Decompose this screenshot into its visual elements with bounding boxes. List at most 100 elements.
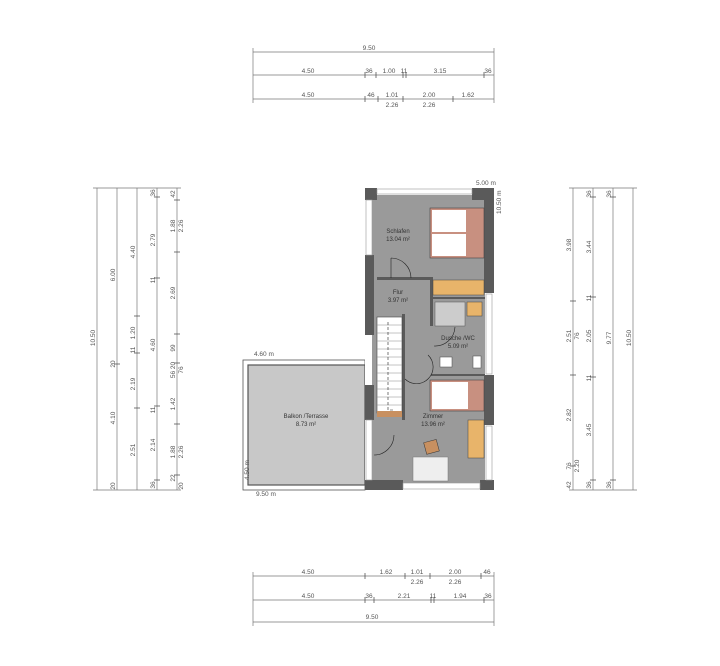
left-dimensions: 10.50 6.00 20 4.10 20 4.40 1.20 11 2.19 … bbox=[90, 187, 185, 491]
balcony-width-label: 4.60 m bbox=[254, 351, 274, 358]
dim-label: 42 bbox=[170, 190, 177, 198]
dim-label: 2.21 bbox=[398, 593, 411, 600]
dim-label: 2.26 bbox=[423, 102, 436, 109]
dim-label: 10.50 bbox=[90, 329, 97, 346]
dim-label: 1.00 bbox=[383, 68, 396, 75]
dim-label: 10.50 bbox=[626, 329, 633, 346]
top-dimensions: 9.50 4.50 36 1.00 11 3.15 36 4.50 46 1.0… bbox=[252, 45, 495, 109]
right-dimensions: 3.98 2.51 76 2.82 76 2.20 42 36 3.44 11 … bbox=[566, 187, 637, 491]
door-balcony bbox=[373, 434, 395, 456]
dim-label: 36 bbox=[365, 68, 373, 75]
dim-label: 2.79 bbox=[150, 233, 157, 246]
dim-label: 1.88 bbox=[170, 219, 177, 232]
dim-label: 36 bbox=[365, 593, 373, 600]
room-name: Dusche /WC bbox=[441, 336, 475, 342]
sink bbox=[439, 356, 453, 368]
dim-label: 6.00 bbox=[110, 268, 117, 281]
dim-label: 2.26 bbox=[178, 445, 185, 458]
dim-label: 36 bbox=[586, 481, 593, 489]
dim-label: 46 bbox=[367, 92, 375, 99]
dim-label: 2.26 bbox=[411, 579, 424, 586]
balcony-depth-label: 4.50 m bbox=[244, 460, 251, 480]
single-bed bbox=[429, 379, 485, 412]
dim-label: 36 bbox=[586, 190, 593, 198]
dim-label: 2.26 bbox=[449, 579, 462, 586]
dim-label: 2.26 bbox=[178, 219, 185, 232]
dim-label: 22 bbox=[170, 474, 177, 482]
room-name: Flur bbox=[393, 290, 403, 296]
dim-label: 4.40 bbox=[130, 245, 137, 258]
dim-label: 3.44 bbox=[586, 240, 593, 253]
double-bed bbox=[429, 207, 485, 259]
balcony-bottom-label: 9.50 m bbox=[256, 491, 276, 498]
dim-label: 4.60 bbox=[150, 338, 157, 351]
building-width-label: 5.00 m bbox=[476, 180, 496, 187]
dim-label: 2.00 bbox=[449, 569, 462, 576]
dim-label: 36 bbox=[606, 190, 613, 198]
table bbox=[412, 456, 449, 482]
dim-label: 36 bbox=[606, 481, 613, 489]
dim-label: 11 bbox=[130, 346, 137, 353]
dim-label: 11 bbox=[586, 374, 593, 381]
dim-label: 9.77 bbox=[606, 331, 613, 344]
bottom-dimensions: 4.50 1.62 1.01 2.26 2.00 2.26 46 4.50 36… bbox=[252, 569, 495, 626]
dim-label: 1.62 bbox=[462, 92, 475, 99]
dim-label: 11 bbox=[150, 406, 157, 413]
dim-label: 4.50 bbox=[302, 569, 315, 576]
dim-label: 76 bbox=[178, 366, 185, 374]
dim-label: 2.82 bbox=[566, 408, 573, 421]
dim-label: 36 bbox=[484, 68, 492, 75]
dim-label: 1.42 bbox=[170, 397, 177, 410]
dim-label: 11 bbox=[430, 593, 437, 600]
dim-label: 20 bbox=[110, 360, 117, 368]
dim-label: 4.50 bbox=[302, 92, 315, 99]
room-name: Balkon /Terrasse bbox=[284, 414, 329, 420]
dim-label: 2.05 bbox=[586, 329, 593, 342]
room-area: 3.97 m² bbox=[388, 298, 408, 304]
chair bbox=[423, 439, 440, 455]
room-area: 13.04 m² bbox=[386, 237, 410, 243]
building: Schlafen 13.04 m² Flur 3.97 m² Dusche /W… bbox=[365, 180, 503, 490]
dim-label: 1.20 bbox=[130, 326, 137, 339]
dim-label: 56 20 bbox=[170, 361, 177, 378]
dim-label: 4.50 bbox=[302, 593, 315, 600]
dim-label: 11 bbox=[401, 68, 408, 75]
dim-total: 9.50 bbox=[366, 614, 379, 621]
dim-label: 2.51 bbox=[566, 329, 573, 342]
dim-label: 99 bbox=[170, 344, 177, 352]
dim-label: 1.01 bbox=[411, 569, 424, 576]
door-flur bbox=[404, 354, 434, 384]
dim-label: 20 bbox=[178, 482, 185, 490]
dim-label: 76 bbox=[574, 332, 581, 340]
room-area: 13.96 m² bbox=[421, 422, 445, 428]
dim-label: 20 bbox=[110, 482, 117, 490]
room-area: 5.09 m² bbox=[448, 344, 468, 350]
dim-label: 76 bbox=[566, 462, 573, 470]
desk bbox=[467, 419, 485, 459]
shower bbox=[434, 301, 466, 327]
dim-label: 1.94 bbox=[454, 593, 467, 600]
dim-label: 3.98 bbox=[566, 238, 573, 251]
dim-label: 11 bbox=[150, 276, 157, 283]
dim-label: 2.14 bbox=[150, 438, 157, 451]
dim-label: 4.50 bbox=[302, 68, 315, 75]
staircase bbox=[376, 316, 403, 417]
dim-label: 3.45 bbox=[586, 423, 593, 436]
dim-label: 11 bbox=[586, 294, 593, 301]
room-name: Schlafen bbox=[386, 229, 409, 235]
dim-label: 2.19 bbox=[130, 377, 137, 390]
door-bath bbox=[433, 326, 456, 347]
dim-label: 2.69 bbox=[170, 286, 177, 299]
dim-total: 9.50 bbox=[363, 45, 376, 52]
dim-label: 36 bbox=[150, 189, 157, 197]
dim-label: 36 bbox=[150, 481, 157, 489]
door-schlafen bbox=[390, 257, 412, 279]
cabinet bbox=[466, 301, 483, 317]
dim-label: 1.01 bbox=[386, 92, 399, 99]
balcony: Balkon /Terrasse 8.73 m² 4.60 m 4.50 m 9… bbox=[242, 351, 366, 498]
dim-label: 36 bbox=[484, 593, 492, 600]
dim-label: 4.10 bbox=[110, 411, 117, 424]
dim-label: 42 bbox=[566, 481, 573, 489]
dim-label: 2.20 bbox=[574, 459, 581, 472]
